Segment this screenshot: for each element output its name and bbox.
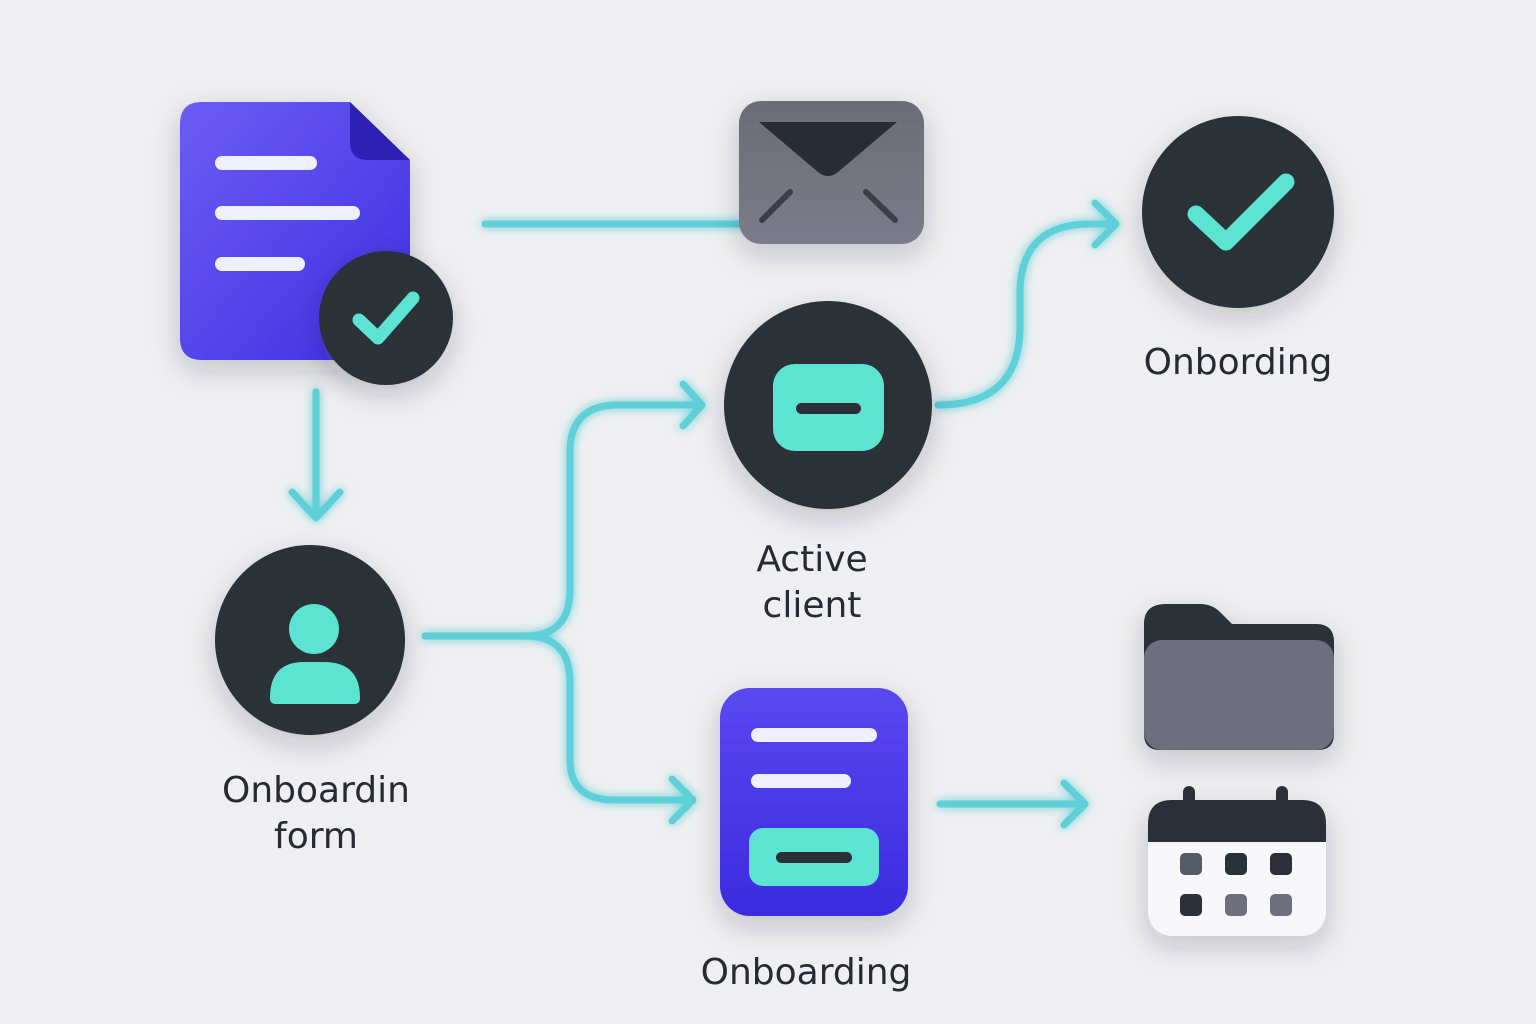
document-check-icon bbox=[180, 102, 453, 385]
arrowhead-user-to-onboarding bbox=[668, 775, 697, 825]
connector-active-client-to-complete bbox=[934, 220, 1114, 409]
envelope-icon bbox=[739, 101, 924, 244]
arrowhead-user-to-active-client bbox=[679, 380, 706, 430]
arrowhead-form-to-user bbox=[288, 488, 344, 522]
label-active-client-line1: Active bbox=[756, 539, 868, 580]
label-active-client-line2: client bbox=[762, 585, 862, 626]
folder-icon bbox=[1144, 604, 1334, 750]
label-onboarding-form-line2: form bbox=[274, 816, 358, 857]
connector-user-to-active-client bbox=[421, 401, 704, 640]
form-card-icon bbox=[720, 688, 908, 916]
label-onboarding-form-line1: Onboardin bbox=[222, 770, 410, 811]
label-onboarding-form: Onboardin form bbox=[196, 768, 436, 860]
label-onbording: Onbording bbox=[1143, 342, 1333, 383]
label-onboarding: Onboarding bbox=[700, 952, 912, 993]
minus-badge-icon bbox=[724, 301, 932, 509]
connector-user-to-onboarding bbox=[521, 632, 694, 804]
user-icon bbox=[215, 545, 405, 735]
arrowhead-active-client-to-complete bbox=[1091, 199, 1120, 249]
checkmark-icon bbox=[1142, 116, 1334, 308]
label-active-client: Active client bbox=[700, 537, 924, 629]
arrowhead-onboarding-to-calendar bbox=[1060, 779, 1089, 829]
calendar-icon bbox=[1148, 786, 1326, 936]
